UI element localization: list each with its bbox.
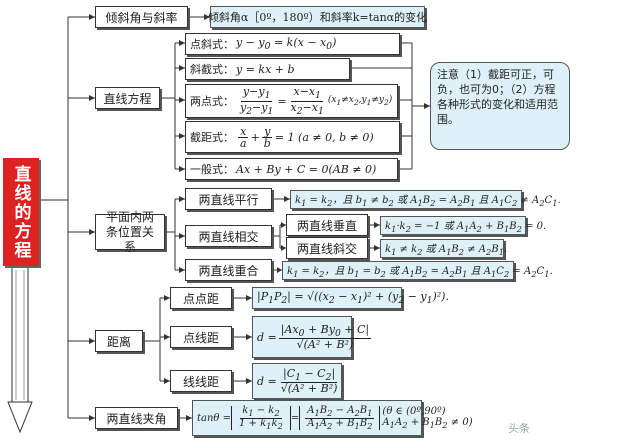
node-point-point: 点点距 [170, 287, 232, 309]
node-parallel: 两直线平行 [185, 188, 272, 210]
node-intersect: 两直线相交 [185, 225, 272, 247]
point-line-formula: d = |Ax0 + By0 + C|√(A² + B²) [252, 316, 372, 358]
parallel-condition: k1 = k2，且 b1 ≠ b2 或 A1B2 = A2B1 且 A1C2 ≠… [290, 190, 561, 209]
form-two-point-label: 两点式： [190, 95, 234, 108]
node-point-line: 点线距 [170, 326, 232, 348]
node-perpendicular: 两直线垂直 [286, 214, 368, 236]
form-general-label: 一般式： [190, 163, 234, 176]
note-box: 注意（1）截距可正，可负，也可为0；（2）方程各种形式的变化和适用范围。 [430, 62, 570, 150]
form-point-slope-label: 点斜式： [190, 38, 234, 51]
node-line-line: 线线距 [170, 370, 232, 392]
node-line-equation: 直线方程 [95, 87, 160, 109]
form-point-slope: 点斜式： y − y0 = k(x − x0) [185, 33, 400, 55]
perpendicular-condition: k1·k2 = −1 或 A1A2 + B1B2 = 0. [380, 216, 546, 235]
node-oblique: 两直线斜交 [286, 237, 368, 259]
form-slope-intercept-label: 斜截式： [190, 63, 234, 76]
form-slope-intercept: 斜截式： y = kx + b [185, 58, 350, 80]
root-title: 直线的方程 [10, 164, 31, 260]
root-topic: 直线的方程 [3, 158, 39, 266]
form-intercept-label: 截距式： [190, 131, 234, 144]
node-distance: 距离 [95, 330, 143, 352]
oblique-condition: k1 ≠ k2 或 A1B2 ≠ A2B1. [380, 239, 507, 258]
node-incline: 倾斜角与斜率 [95, 6, 188, 28]
node-relation: 平面内两条位置关系 [95, 210, 165, 254]
node-angle: 两直线夹角 [95, 407, 178, 429]
node-coincide: 两直线重合 [185, 259, 272, 281]
line-line-formula: d = |C1 − C2|√(A² + B²) [252, 363, 342, 399]
coincide-condition: k1 = k2，且 b1 = b2 或 A1B2 = A2B1 且 A1C2 =… [282, 261, 553, 280]
point-point-formula: |P1P2| = √((x2 − x1)² + (y2 − y1)²). [252, 287, 449, 309]
incline-description: 倾斜角α［0º，180º）和斜率k=tanα的变化 [208, 6, 427, 28]
watermark-text: 头条 [508, 422, 530, 435]
form-general: 一般式： Ax + By + C = 0(AB ≠ 0) [185, 158, 398, 180]
